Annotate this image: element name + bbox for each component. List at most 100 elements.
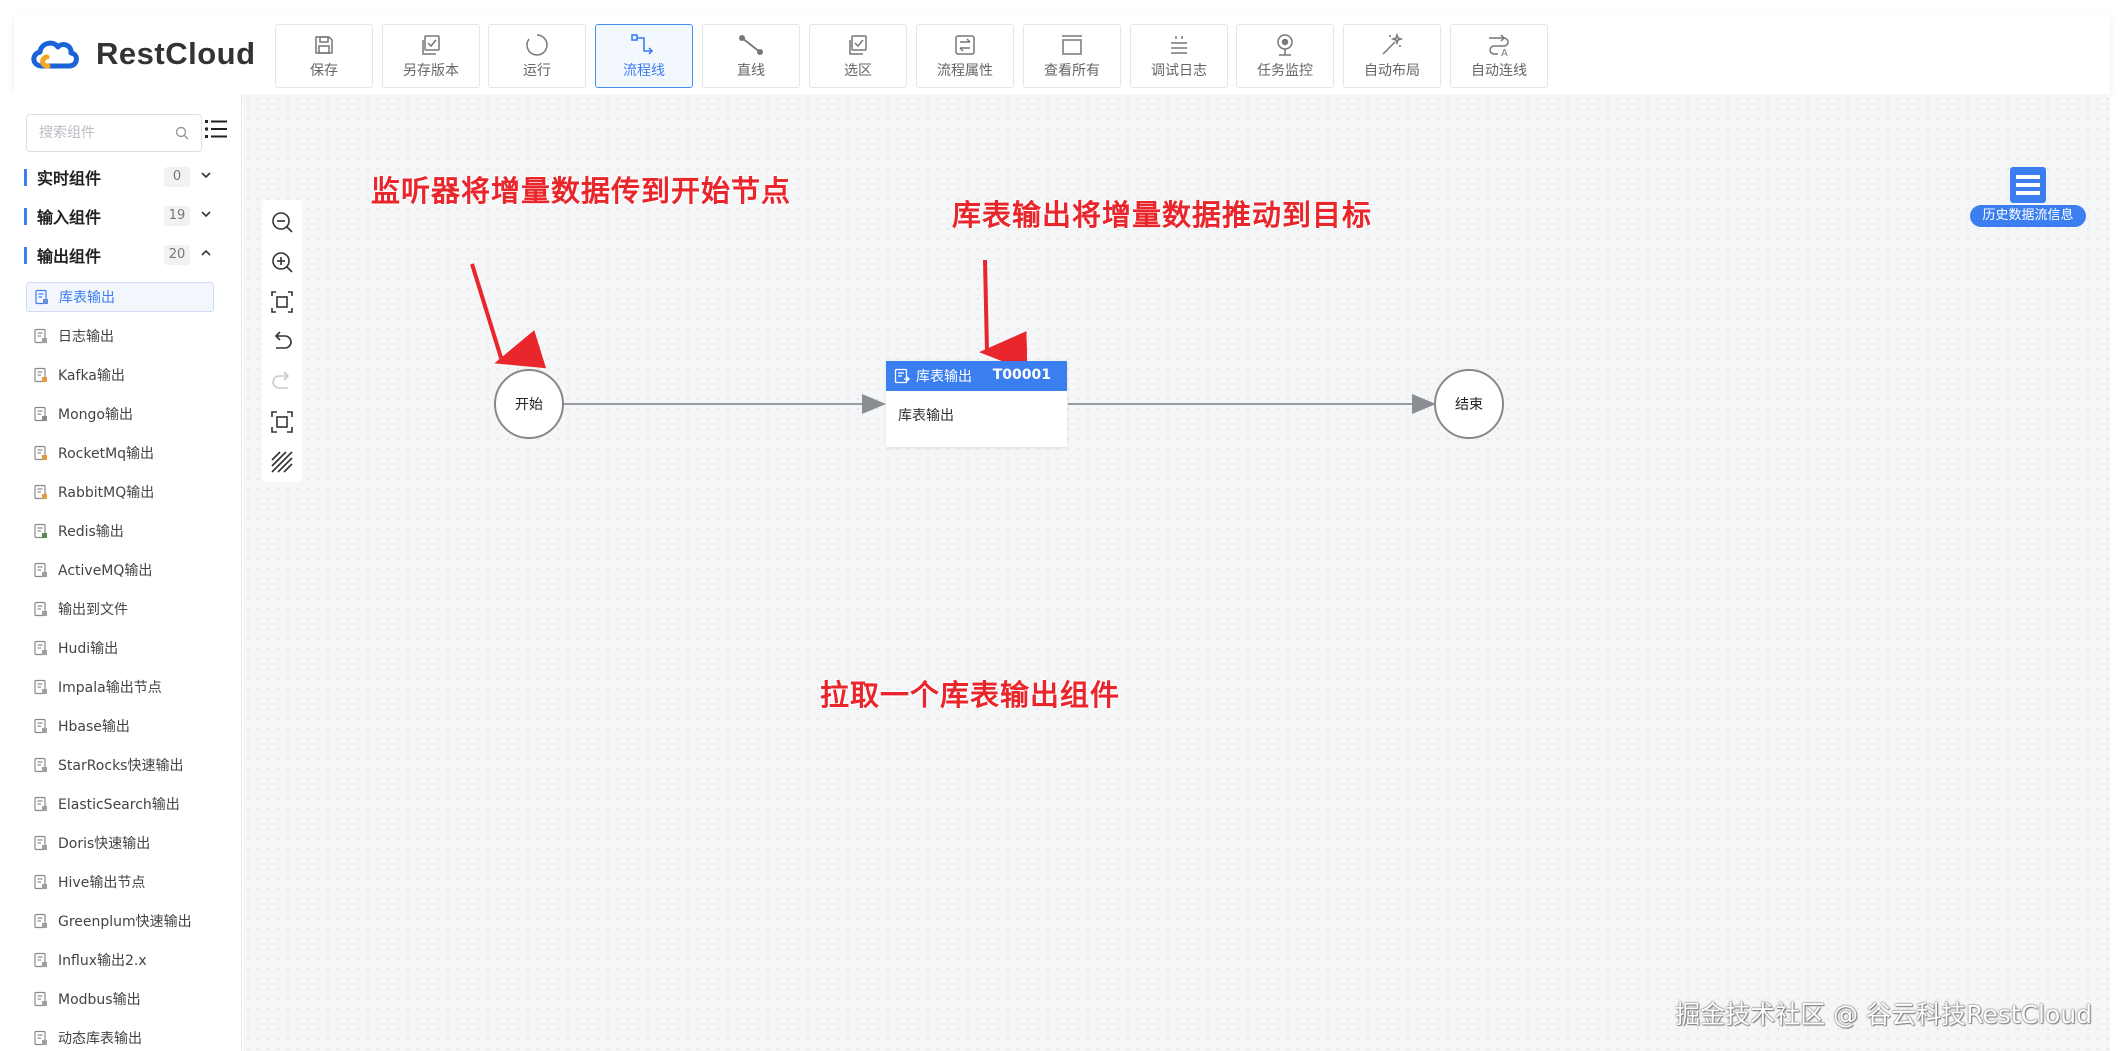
component-item[interactable]: Impala输出节点 <box>26 672 214 702</box>
component-item[interactable]: Redis输出 <box>26 516 214 546</box>
component-item[interactable]: RabbitMQ输出 <box>26 477 214 507</box>
selection-icon <box>843 32 873 58</box>
component-item-label: RabbitMQ输出 <box>58 485 155 501</box>
app-logo: RestCloud <box>28 34 256 74</box>
component-item[interactable]: ActiveMQ输出 <box>26 555 214 585</box>
toolbar-button-label: 直线 <box>737 63 765 79</box>
zoom-out-icon[interactable] <box>270 210 294 234</box>
toolbar-button-label: 调试日志 <box>1151 63 1207 79</box>
fit-view-icon[interactable] <box>270 290 294 314</box>
category-accent-bar <box>24 246 27 264</box>
toolbar-button-label: 选区 <box>844 63 872 79</box>
component-item-label: Kafka输出 <box>58 368 125 384</box>
component-item[interactable]: RocketMq输出 <box>26 438 214 468</box>
toolbar-button-label: 运行 <box>523 63 551 79</box>
component-item-label: Redis输出 <box>58 524 124 540</box>
task-node-body: 库表输出 <box>898 408 954 424</box>
category-accent-bar <box>24 168 27 186</box>
category-name: 输入组件 <box>37 208 102 227</box>
component-item[interactable]: 动态库表输出 <box>26 1023 214 1051</box>
toolbar-button-task-monitor[interactable]: 任务监控 <box>1236 24 1334 88</box>
component-search-input[interactable] <box>39 125 175 141</box>
task-node-header: 库表输出 T00001 <box>886 361 1067 391</box>
redo-icon[interactable] <box>270 370 294 394</box>
component-icon <box>32 600 50 618</box>
toolbar-button-straight-line[interactable]: 直线 <box>702 24 800 88</box>
component-item[interactable]: StarRocks快速输出 <box>26 750 214 780</box>
start-node[interactable]: 开始 <box>494 369 564 439</box>
toolbar-button-flow-line[interactable]: 流程线 <box>595 24 693 88</box>
component-icon <box>32 366 50 384</box>
search-icon[interactable] <box>175 126 189 140</box>
component-icon <box>32 795 50 813</box>
list-view-icon[interactable] <box>205 118 227 140</box>
straight-line-icon <box>736 32 766 58</box>
component-item[interactable]: Doris快速输出 <box>26 828 214 858</box>
toolbar-button-view-all[interactable]: 查看所有 <box>1023 24 1121 88</box>
toolbar-button-save[interactable]: 保存 <box>275 24 373 88</box>
toolbar-button-run[interactable]: 运行 <box>488 24 586 88</box>
component-item-label: ActiveMQ输出 <box>58 563 153 579</box>
component-item[interactable]: Hbase输出 <box>26 711 214 741</box>
component-item[interactable]: 日志输出 <box>26 321 214 351</box>
component-item[interactable]: Kafka输出 <box>26 360 214 390</box>
undo-icon[interactable] <box>270 330 294 354</box>
component-item[interactable]: Mongo输出 <box>26 399 214 429</box>
category-count-badge: 20 <box>164 245 190 265</box>
end-node[interactable]: 结束 <box>1434 369 1504 439</box>
component-item-label: 日志输出 <box>58 329 114 345</box>
component-item[interactable]: Hudi输出 <box>26 633 214 663</box>
svg-text:A: A <box>1501 48 1508 57</box>
toolbar-button-save-version[interactable]: 另存版本 <box>382 24 480 88</box>
zoom-in-icon[interactable] <box>270 250 294 274</box>
grid-toggle-icon[interactable] <box>270 450 294 474</box>
component-item-label: 动态库表输出 <box>58 1031 142 1047</box>
component-item[interactable]: ElasticSearch输出 <box>26 789 214 819</box>
category-name: 输出组件 <box>37 247 102 266</box>
component-item[interactable]: Modbus输出 <box>26 984 214 1014</box>
component-search-box[interactable] <box>26 114 202 152</box>
flow-line-icon <box>629 32 659 58</box>
component-item-label: Influx输出2.x <box>58 953 147 969</box>
component-icon <box>32 444 50 462</box>
component-item[interactable]: Influx输出2.x <box>26 945 214 975</box>
history-dataflow-label: 历史数据流信息 <box>1970 205 2086 227</box>
flow-canvas[interactable] <box>243 94 2110 1051</box>
toolbar-button-flow-properties[interactable]: 流程属性 <box>916 24 1014 88</box>
toolbar-button-selection[interactable]: 选区 <box>809 24 907 88</box>
table-output-task-node[interactable]: 库表输出 T00001 库表输出 <box>886 361 1067 447</box>
watermark: 掘金技术社区 @ 谷云科技RestCloud <box>1675 1000 2092 1029</box>
component-item[interactable]: Greenplum快速输出 <box>26 906 214 936</box>
component-icon <box>32 912 50 930</box>
flow-properties-icon <box>950 32 980 58</box>
toolbar-button-label: 查看所有 <box>1044 63 1100 79</box>
component-item-label: Modbus输出 <box>58 992 141 1008</box>
toolbar-button-auto-connect[interactable]: A 自动连线 <box>1450 24 1548 88</box>
component-icon <box>32 717 50 735</box>
category-2[interactable]: 输出组件 20 <box>24 242 224 268</box>
actual-size-icon[interactable] <box>270 410 294 434</box>
history-dataflow-button[interactable]: 历史数据流信息 <box>1970 165 2086 231</box>
chevron-down-icon <box>201 172 211 179</box>
component-item-label: 输出到文件 <box>58 602 128 618</box>
toolbar-button-label: 自动连线 <box>1471 63 1527 79</box>
component-item-label: Hudi输出 <box>58 641 119 657</box>
component-item[interactable]: 输出到文件 <box>26 594 214 624</box>
component-item-label: Impala输出节点 <box>58 680 162 696</box>
component-item-label: Mongo输出 <box>58 407 133 423</box>
component-item[interactable]: Hive输出节点 <box>26 867 214 897</box>
component-item-label: StarRocks快速输出 <box>58 758 184 774</box>
toolbar-button-auto-layout[interactable]: 自动布局 <box>1343 24 1441 88</box>
component-item[interactable]: 库表输出 <box>26 282 214 312</box>
category-name: 实时组件 <box>37 169 102 188</box>
category-accent-bar <box>24 207 27 225</box>
component-icon <box>32 639 50 657</box>
component-icon <box>32 405 50 423</box>
toolbar-button-debug-log[interactable]: 调试日志 <box>1130 24 1228 88</box>
component-item-label: Doris快速输出 <box>58 836 151 852</box>
toolbar-button-label: 自动布局 <box>1364 63 1420 79</box>
